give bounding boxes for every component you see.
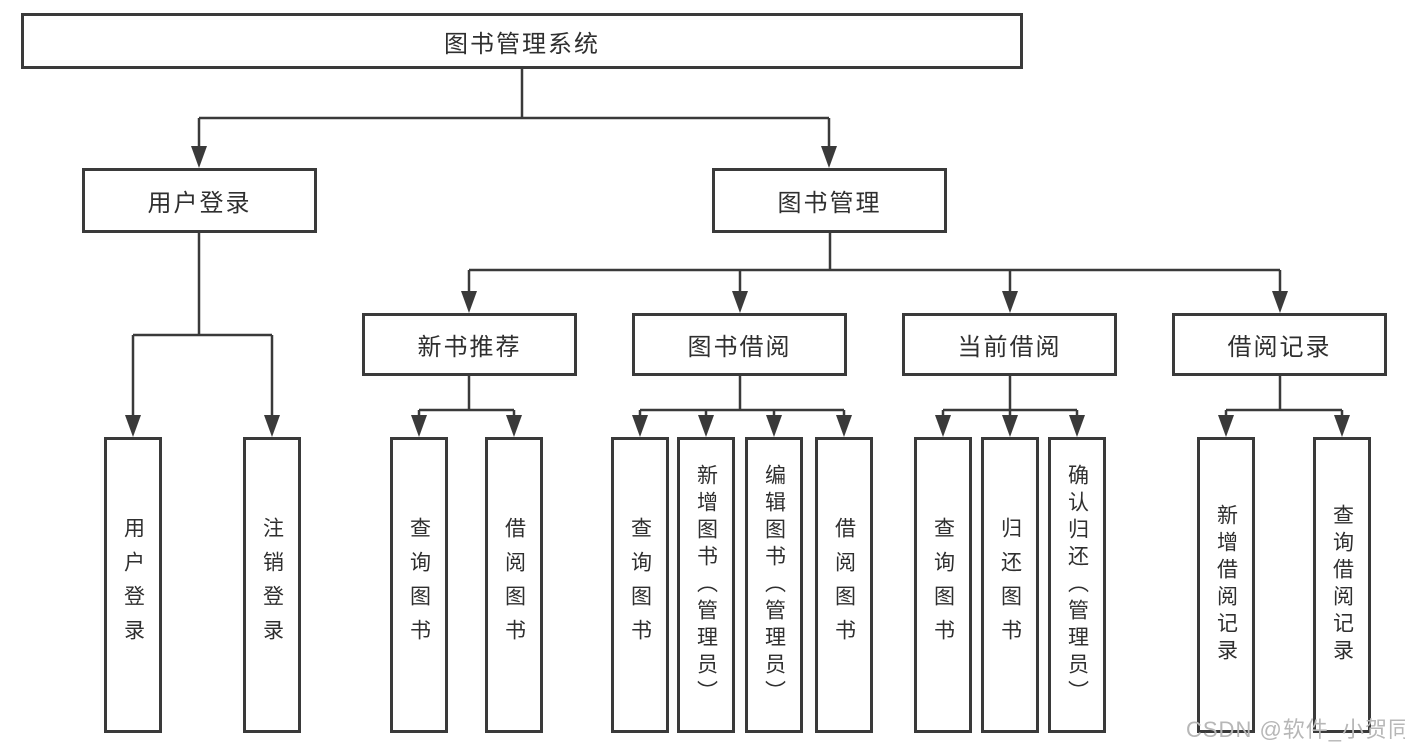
leaf-query-books-borrow: 查询图书 [611, 437, 669, 733]
leaf-return-book: 归还图书 [981, 437, 1039, 733]
arrow-icon [1272, 291, 1288, 313]
arrow-icon [766, 415, 782, 437]
leaf-borrow-books: 借阅图书 [815, 437, 873, 733]
arrow-icon [191, 146, 207, 168]
arrow-icon [821, 146, 837, 168]
arrow-icon [264, 415, 280, 437]
leaf-edit-book-admin: 编辑图书（管理员） [745, 437, 803, 733]
arrow-icon [1002, 415, 1018, 437]
arrow-icon [411, 415, 427, 437]
node-book-borrow: 图书借阅 [632, 313, 847, 376]
node-user-login: 用户登录 [82, 168, 317, 233]
arrow-icon [836, 415, 852, 437]
leaf-logout: 注销登录 [243, 437, 301, 733]
leaf-query-books-recommend: 查询图书 [390, 437, 448, 733]
leaf-add-borrow-record: 新增借阅记录 [1197, 437, 1255, 733]
arrow-icon [506, 415, 522, 437]
arrow-icon [935, 415, 951, 437]
arrow-icon [1218, 415, 1234, 437]
node-book-management: 图书管理 [712, 168, 947, 233]
arrow-icon [632, 415, 648, 437]
arrow-icon [1334, 415, 1350, 437]
leaf-query-borrow-record: 查询借阅记录 [1313, 437, 1371, 733]
arrow-icon [461, 291, 477, 313]
node-root: 图书管理系统 [21, 13, 1023, 69]
arrow-icon [1002, 291, 1018, 313]
arrow-icon [698, 415, 714, 437]
node-current-borrow: 当前借阅 [902, 313, 1117, 376]
arrow-icon [125, 415, 141, 437]
leaf-borrow-books-recommend: 借阅图书 [485, 437, 543, 733]
arrow-icon [1069, 415, 1085, 437]
leaf-confirm-return-admin: 确认归还（管理员） [1048, 437, 1106, 733]
leaf-add-book-admin: 新增图书（管理员） [677, 437, 735, 733]
leaf-query-books-current: 查询图书 [914, 437, 972, 733]
csdn-watermark: CSDN @软件_小贺同学 [1186, 717, 1405, 742]
leaf-user-login: 用户登录 [104, 437, 162, 733]
node-borrow-record: 借阅记录 [1172, 313, 1387, 376]
arrow-icon [732, 291, 748, 313]
node-new-book-recommend: 新书推荐 [362, 313, 577, 376]
